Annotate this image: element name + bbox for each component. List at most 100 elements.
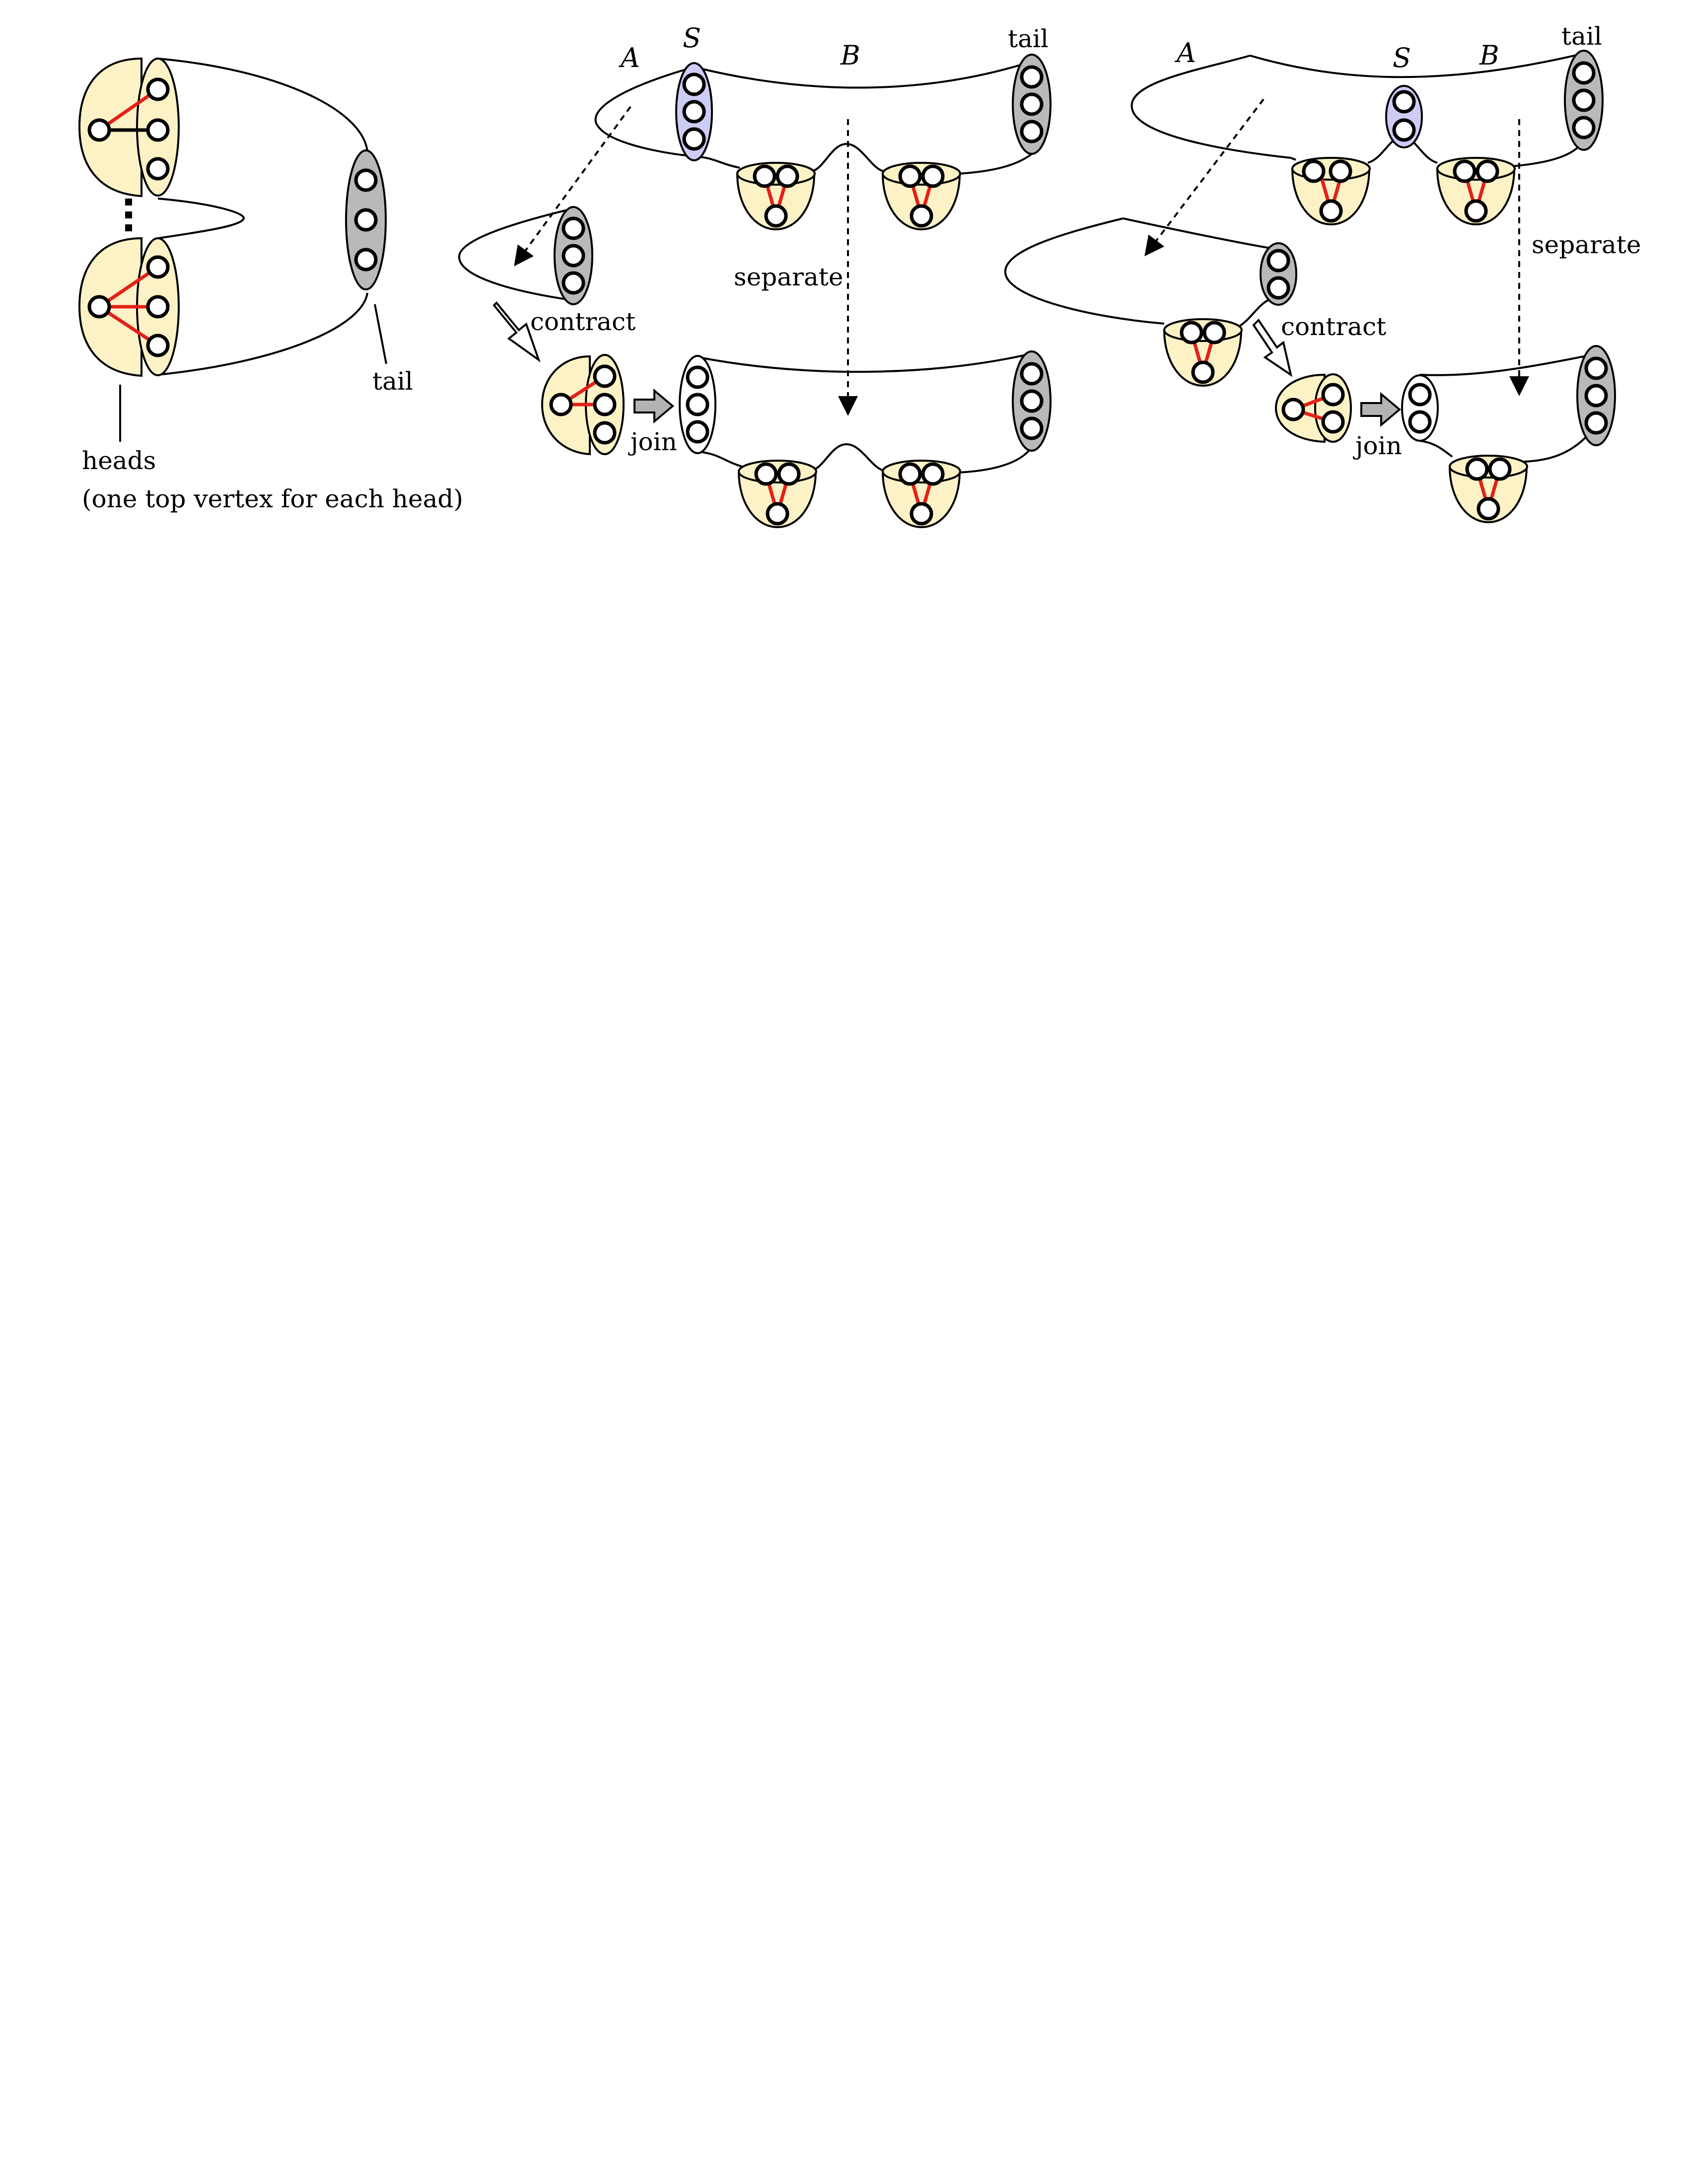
tail <box>1576 345 1616 446</box>
head-2 <box>78 237 180 377</box>
outline-top <box>594 66 696 157</box>
vertex <box>1180 321 1203 344</box>
contracted-outline <box>1004 217 1165 325</box>
vertex <box>562 216 585 240</box>
tail <box>1012 54 1052 155</box>
tail <box>554 206 593 305</box>
head-edge <box>98 305 159 347</box>
head-cup <box>1291 157 1371 226</box>
vertex <box>1191 360 1215 384</box>
vertex <box>1020 362 1044 386</box>
vertex <box>1020 120 1044 143</box>
separator-s <box>1385 85 1423 148</box>
label-s: S <box>683 22 701 54</box>
contract-arrow <box>492 301 541 363</box>
tail-label: tail <box>1561 22 1602 51</box>
vertex <box>921 164 945 188</box>
outline-joined-top <box>699 352 1033 373</box>
tail <box>1564 50 1604 151</box>
tail <box>345 149 387 290</box>
contract-arrow <box>1252 318 1293 377</box>
vertex <box>1321 410 1345 434</box>
contracted-head <box>1274 373 1352 443</box>
vertex <box>593 364 617 388</box>
tail <box>1012 350 1052 452</box>
vertex <box>1202 321 1226 344</box>
vertex <box>1020 389 1044 413</box>
label-a: A <box>618 42 640 73</box>
join-label: join <box>1353 431 1402 460</box>
separate-label: separate <box>734 263 843 291</box>
join-arrow <box>1360 392 1402 427</box>
heads-label: heads <box>82 446 156 475</box>
vertex <box>898 164 922 188</box>
contract-dashed-arrow <box>1144 98 1265 257</box>
vertex <box>1572 61 1596 85</box>
head-edge <box>98 88 159 132</box>
separate-label: separate <box>1532 230 1641 259</box>
vertex <box>1476 159 1499 183</box>
vertex <box>1266 276 1290 300</box>
vertex <box>146 157 170 181</box>
vertex <box>686 393 709 416</box>
vertex <box>766 502 789 526</box>
vertex <box>146 118 170 142</box>
vertex <box>146 77 170 101</box>
vertex <box>1392 118 1416 142</box>
vertex <box>1477 497 1500 521</box>
vertex <box>1392 90 1416 114</box>
join-label: join <box>628 427 677 456</box>
joined-separator <box>1401 374 1439 442</box>
label-b: B <box>1479 40 1499 71</box>
outline-top-right <box>1250 54 1579 78</box>
vertex <box>1584 356 1608 380</box>
vertex <box>1020 65 1044 89</box>
head-cup <box>736 162 816 231</box>
vertex <box>593 393 617 416</box>
vertex <box>146 295 170 319</box>
vertex <box>898 462 922 486</box>
vertex <box>549 393 573 416</box>
vertex <box>686 365 709 389</box>
outline-joined-bottom <box>1419 436 1587 463</box>
outline-inner-bump <box>157 198 245 239</box>
vertex <box>1584 411 1608 435</box>
head-cup <box>881 460 961 529</box>
vertex <box>682 72 706 96</box>
label-a: A <box>1174 37 1196 68</box>
vertex <box>146 255 170 279</box>
vertex <box>146 334 170 357</box>
vertex <box>1453 159 1477 183</box>
vertex <box>593 421 617 445</box>
tail-label: tail <box>1008 24 1049 53</box>
panel-3: A S B tail separate contract <box>1004 22 1641 524</box>
separator-s <box>675 62 713 161</box>
heads-note: (one top vertex for each head) <box>82 484 463 513</box>
vertex <box>354 248 378 272</box>
vertex <box>777 462 801 486</box>
tail <box>1260 242 1297 306</box>
contract-label: contract <box>530 307 635 336</box>
vertex <box>354 208 378 232</box>
ellipsis-dots <box>125 199 132 231</box>
head-cup <box>1436 157 1516 226</box>
vertex <box>87 295 111 319</box>
vertex <box>354 168 378 192</box>
tail-label: tail <box>372 367 413 396</box>
vertex <box>1584 384 1608 408</box>
outline-joined-top <box>1419 355 1584 376</box>
vertex <box>1464 199 1488 223</box>
vertex <box>910 204 933 228</box>
outline-top-right <box>694 59 1038 89</box>
panel-1: tail heads (one top vertex for each head… <box>78 57 463 513</box>
vertex <box>682 127 706 151</box>
vertex <box>1572 88 1596 112</box>
vertex <box>910 502 933 526</box>
vertex <box>686 420 709 444</box>
label-s: S <box>1393 42 1411 73</box>
vertex <box>1329 159 1352 183</box>
vertex <box>1266 249 1290 273</box>
head-cup <box>881 162 961 231</box>
vertex <box>1488 457 1512 481</box>
outline-upper <box>157 58 368 152</box>
